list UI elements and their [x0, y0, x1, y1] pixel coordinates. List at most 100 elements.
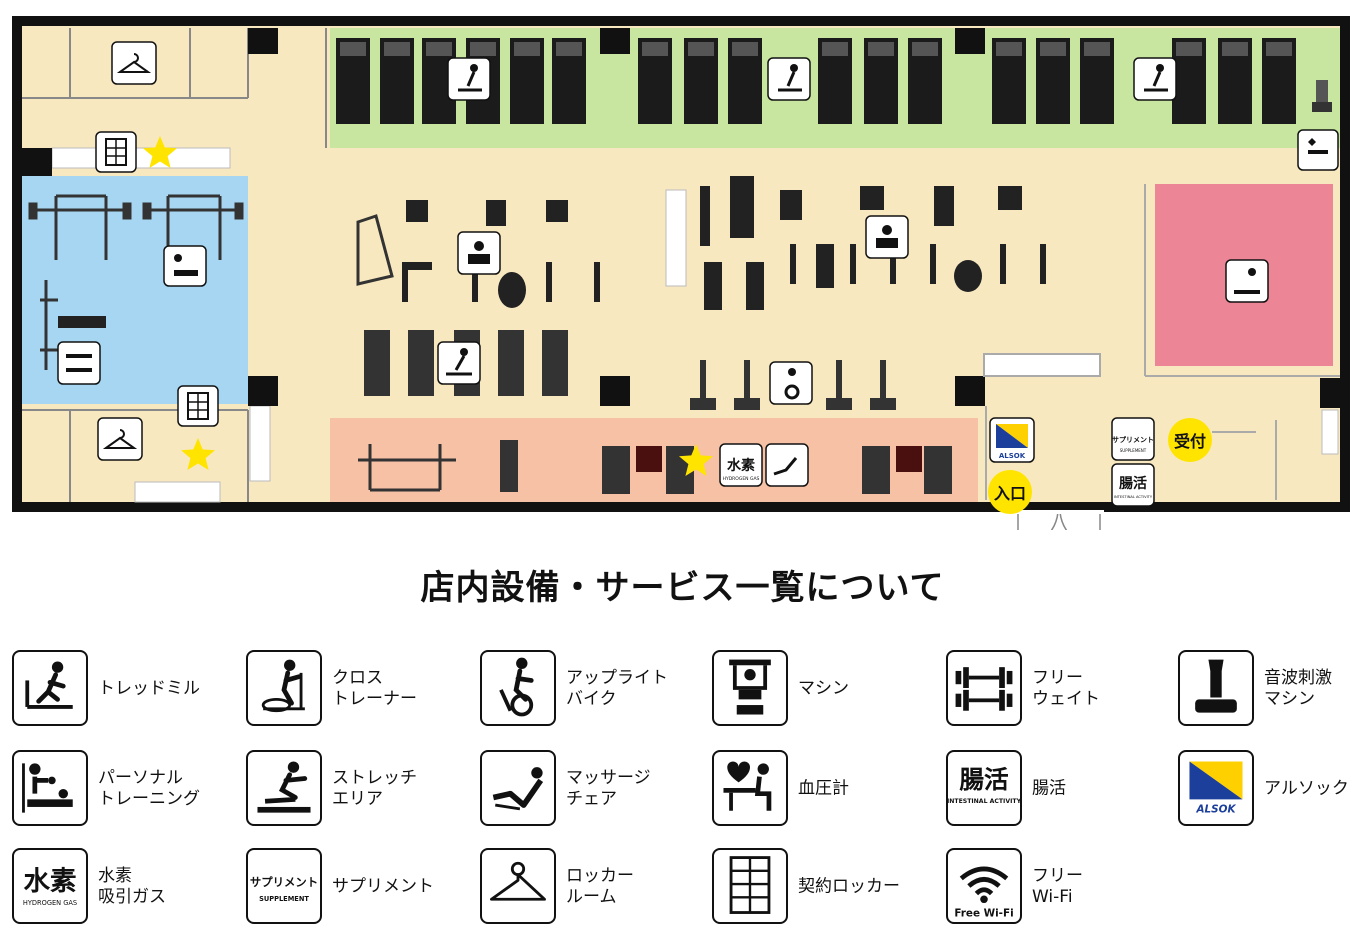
massage-chair-icon [480, 750, 556, 826]
map-machine-icon-1 [457, 231, 501, 275]
map-supplement-icon: サプリメント SUPPLEMENT [1111, 417, 1155, 461]
legend-item: マシン [712, 650, 932, 728]
personal-training-icon [12, 750, 88, 826]
legend-item: フリー ウェイト [946, 650, 1166, 728]
map-personal-training-icon [163, 245, 207, 287]
legend-label: 契約ロッカー [798, 876, 900, 897]
free-wifi-icon: Free Wi-Fi [946, 848, 1022, 924]
legend-item: ALSOK アルソック [1178, 750, 1365, 828]
legend-item: 音波刺激 マシン [1178, 650, 1365, 728]
svg-text:HYDROGEN GAS: HYDROGEN GAS [723, 476, 760, 482]
star-marker [181, 438, 215, 470]
map-contract-locker-icon-top [95, 131, 137, 173]
legend-item: 水素 HYDROGEN GAS 水素 吸引ガス [12, 848, 232, 926]
pillars [22, 28, 1350, 408]
svg-text:水素: 水素 [727, 457, 755, 474]
legend-item: クロス トレーナー [246, 650, 466, 728]
svg-text:受付: 受付 [1174, 432, 1206, 451]
legend-label: サプリメント [332, 876, 434, 897]
legend-item: 契約ロッカー [712, 848, 932, 926]
map-contract-locker-icon-bottom [177, 385, 219, 427]
svg-text:INTESTINAL ACTIVITY: INTESTINAL ACTIVITY [948, 798, 1020, 805]
legend-label: ストレッチ エリア [332, 768, 417, 809]
svg-text:腸活: 腸活 [959, 765, 1009, 794]
contract-locker-icon [712, 848, 788, 924]
map-massage-chair-icon [765, 443, 809, 487]
power-rack [358, 444, 456, 492]
svg-text:ALSOK: ALSOK [999, 452, 1026, 460]
star-marker [143, 136, 177, 168]
svg-text:水素: 水素 [23, 866, 76, 897]
legend-label: アルソック [1264, 778, 1349, 799]
legend-item: トレッドミル [12, 650, 232, 728]
legend-item: マッサージ チェア [480, 750, 700, 828]
legend-label: マシン [798, 678, 849, 699]
legend-item: Free Wi-Fi フリー Wi-Fi [946, 848, 1166, 926]
legend-label: パーソナル トレーニング [98, 768, 200, 809]
entrance-badge: 入口 [988, 470, 1032, 514]
free-weight-icon [946, 650, 1022, 726]
svg-text:HYDROGEN GAS: HYDROGEN GAS [23, 899, 77, 907]
map-cross-trainer-icon [437, 341, 481, 385]
svg-text:サプリメント: サプリメント [1112, 435, 1154, 444]
svg-text:SUPPLEMENT: SUPPLEMENT [259, 895, 309, 903]
legend-label: 血圧計 [798, 778, 849, 799]
legend-label: 音波刺激 マシン [1264, 668, 1332, 709]
legend-label: トレッドミル [98, 678, 200, 699]
machine-icon [712, 650, 788, 726]
massage-chairs [602, 446, 952, 494]
stretch-icon [246, 750, 322, 826]
floor-map: 水素 HYDROGEN GAS ALSOK サプリメント SUPPLEMENT … [12, 16, 1350, 530]
legend-item: アップライト バイク [480, 650, 700, 728]
legend-label: フリー ウェイト [1032, 668, 1100, 709]
svg-text:Free Wi-Fi: Free Wi-Fi [954, 907, 1013, 919]
map-alsok-icon: ALSOK [989, 417, 1035, 463]
hydrogen-gas-icon: 水素 HYDROGEN GAS [12, 848, 88, 924]
map-hydrogen-icon: 水素 HYDROGEN GAS [719, 443, 763, 487]
legend-item: ストレッチ エリア [246, 750, 466, 828]
supplement-icon: サプリメント SUPPLEMENT [246, 848, 322, 924]
alsok-icon: ALSOK [1178, 750, 1254, 826]
legend-label: マッサージ チェア [566, 768, 651, 809]
section-title: 店内設備・サービス一覧について [420, 568, 945, 608]
treadmill-row [336, 38, 1296, 124]
svg-text:腸活: 腸活 [1119, 475, 1147, 492]
map-treadmill-icon-2 [767, 57, 811, 101]
upright-bike-icon [480, 650, 556, 726]
legend-label: フリー Wi-Fi [1032, 866, 1083, 907]
blood-pressure-icon [712, 750, 788, 826]
legend-item: パーソナル トレーニング [12, 750, 232, 828]
sonic-vibration-machine [1312, 80, 1332, 112]
svg-text:SUPPLEMENT: SUPPLEMENT [1120, 448, 1147, 453]
map-stretch-icon [1225, 259, 1269, 303]
reception-badge: 受付 [1168, 418, 1212, 462]
sonic-vibration-icon [1178, 650, 1254, 726]
legend-label: ロッカー ルーム [566, 866, 634, 907]
map-treadmill-icon-3 [1133, 57, 1177, 101]
legend-item: 血圧計 [712, 750, 932, 828]
star-marker [679, 444, 713, 476]
intestinal-icon: 腸活 INTESTINAL ACTIVITY [946, 750, 1022, 826]
legend-label: クロス トレーナー [332, 668, 417, 709]
legend-label: アップライト バイク [566, 668, 668, 709]
map-upright-bike-icon [769, 361, 813, 405]
map-free-weight-icon [57, 341, 101, 385]
locker-room-icon [480, 848, 556, 924]
legend-item: 腸活 INTESTINAL ACTIVITY 腸活 [946, 750, 1166, 828]
svg-text:入口: 入口 [994, 484, 1026, 503]
map-machine-icon-2 [865, 215, 909, 259]
cross-trainer-icon [246, 650, 322, 726]
entrance-doors [1017, 511, 1101, 530]
upright-bikes [690, 360, 896, 410]
legend-label: 水素 吸引ガス [98, 866, 166, 907]
map-intestinal-icon: 腸活 INTESTINAL ACTIVITY [1111, 463, 1155, 507]
svg-text:ALSOK: ALSOK [1195, 804, 1236, 816]
map-blood-pressure-icon [1297, 129, 1339, 171]
legend-label: 腸活 [1032, 778, 1066, 799]
strength-machines [402, 176, 1046, 310]
svg-text:サプリメント: サプリメント [250, 875, 318, 889]
map-locker-room-icon-top [111, 41, 157, 85]
svg-text:INTESTINAL ACTIVITY: INTESTINAL ACTIVITY [1114, 495, 1153, 499]
map-treadmill-icon-1 [447, 57, 491, 101]
legend-item: サプリメント SUPPLEMENT サプリメント [246, 848, 466, 926]
